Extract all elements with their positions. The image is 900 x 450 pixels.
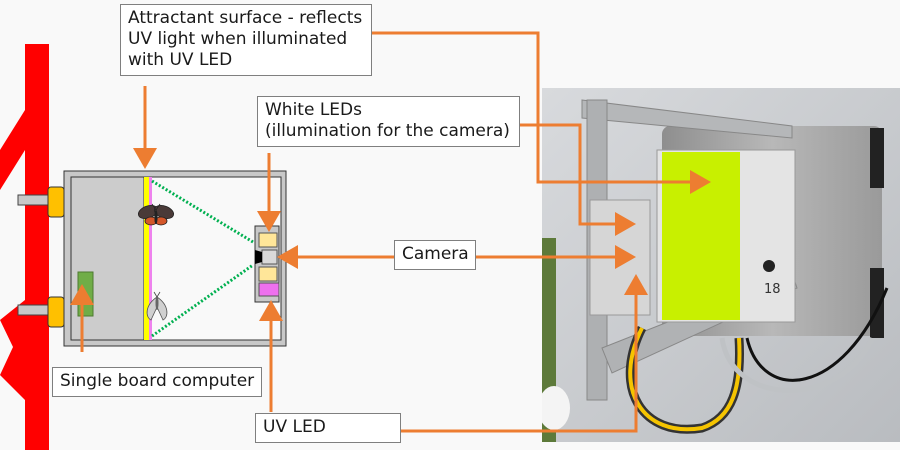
pole-branch-lower [0, 300, 25, 400]
trap-photo-illustration: 18 [542, 88, 900, 442]
label-white-leds-line-2: (illumination for the camera) [265, 121, 510, 141]
label-white-leds: White LEDs (illumination for the camera) [257, 96, 520, 147]
label-attractant-line-2: UV light when illuminated [128, 29, 348, 49]
white-led-lower [258, 266, 278, 282]
cable-yellow [628, 327, 742, 432]
moth-pale-icon [146, 291, 168, 321]
white-led-upper [258, 232, 278, 248]
cable-grey [719, 337, 875, 393]
pole-vertical [25, 44, 49, 450]
arrow-attractant-photo [371, 31, 711, 194]
cable-black-2 [745, 287, 889, 382]
arrow-uv-led-photo [400, 274, 648, 433]
moth-dark-icon [137, 203, 175, 226]
camera-module [254, 225, 280, 303]
box-number: 18 [764, 282, 781, 297]
uv-led [258, 282, 280, 297]
aluminium-rail-top [581, 99, 793, 139]
pole-branch-upper [0, 110, 25, 190]
uv-reflection [149, 177, 152, 340]
label-attractant-line-3: with UV LED [128, 50, 233, 70]
label-attractant-surface: Attractant surface - reflects UV light w… [120, 4, 372, 76]
box-button [763, 260, 775, 272]
label-attractant-line-1: Attractant surface - reflects [128, 8, 363, 28]
attractant-surface [144, 177, 149, 340]
label-camera: Camera [394, 240, 476, 270]
label-single-board-computer: Single board computer [52, 367, 262, 397]
bracket-upper [870, 128, 884, 188]
mount-upper [17, 186, 65, 218]
camera-aperture [255, 250, 262, 264]
camera-view-cone [151, 179, 254, 338]
label-uv-led: UV LED [255, 413, 401, 443]
bracket-lower [870, 268, 884, 338]
label-white-leds-line-1: White LEDs [265, 100, 362, 120]
insulator [542, 386, 570, 430]
trap-photo: 18 [542, 88, 900, 442]
red-pole [0, 44, 49, 450]
arrow-white-leds-photo [520, 123, 636, 236]
trap-housing [63, 170, 287, 347]
mount-lower [17, 296, 65, 328]
